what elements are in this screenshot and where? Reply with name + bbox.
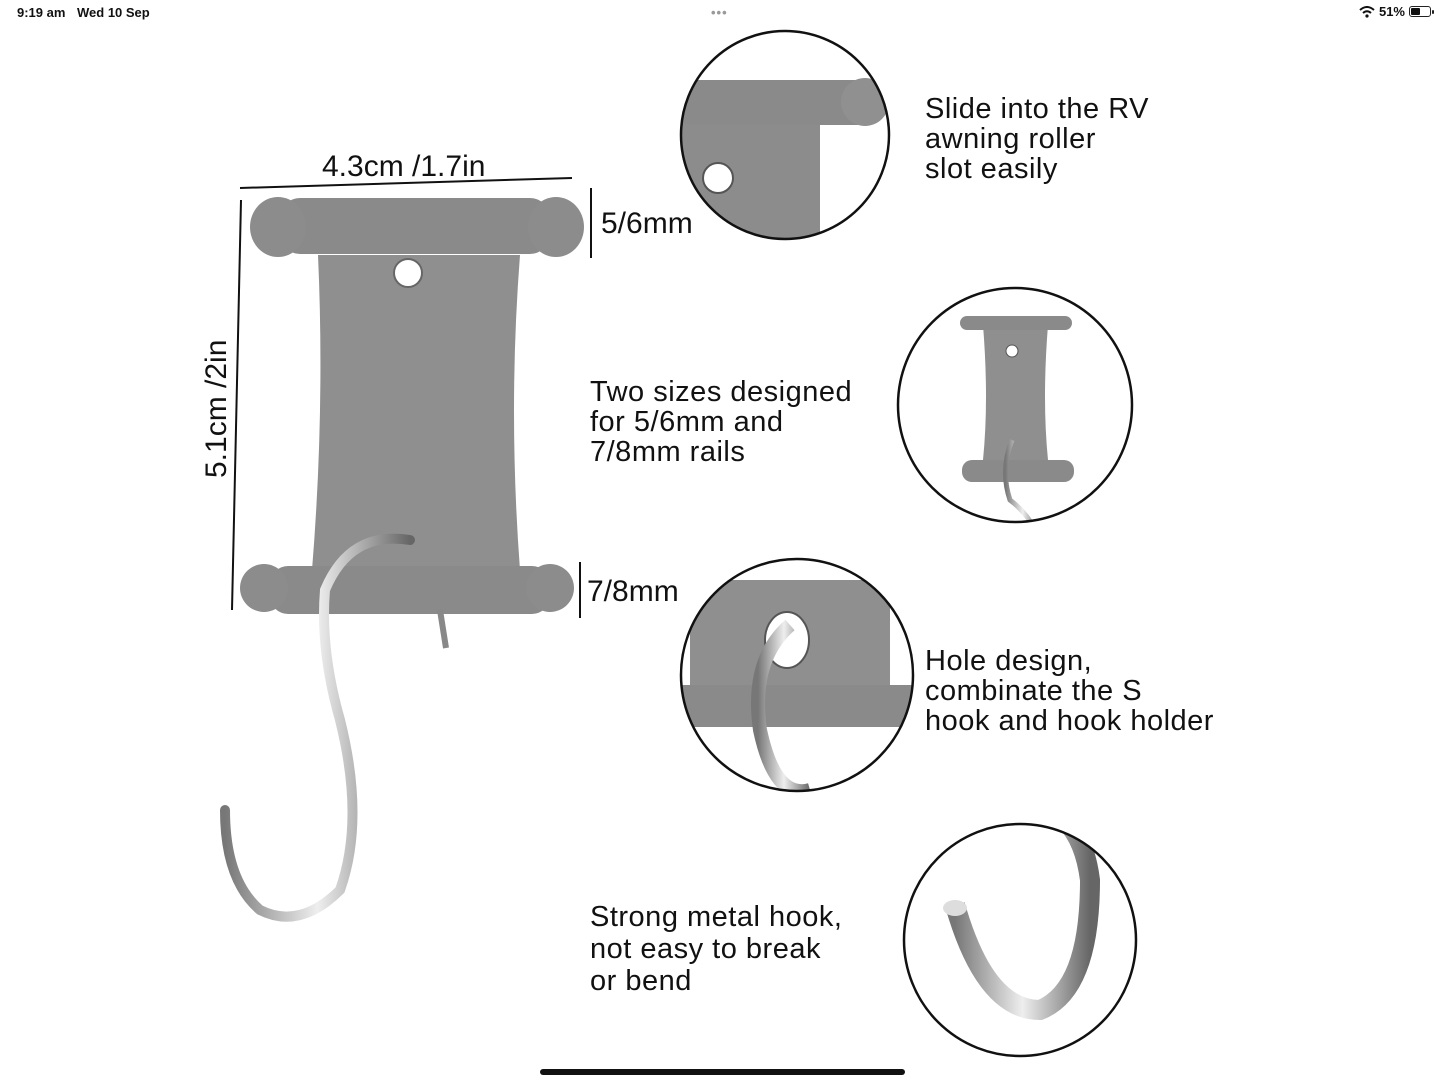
caption-line: slot easily — [925, 153, 1058, 185]
status-date: Wed 10 Sep — [77, 5, 150, 20]
status-time: 9:19 am — [17, 5, 66, 20]
caption-line: hook and hook holder — [925, 705, 1214, 737]
caption-metal-hook: Strong metal hook, not easy to break or … — [590, 901, 842, 997]
detail-circle-two-sizes — [896, 286, 1134, 524]
bottom-rail-dimension: 7/8mm — [587, 575, 679, 608]
caption-line: or bend — [590, 965, 692, 997]
caption-two-sizes: Two sizes designed for 5/6mm and 7/8mm r… — [590, 377, 852, 467]
multitask-dots[interactable]: ••• — [711, 5, 728, 20]
wifi-icon — [1359, 5, 1375, 18]
detail-circle-metal-hook — [902, 822, 1138, 1058]
top-rail-dimension: 5/6mm — [601, 207, 693, 240]
caption-line: awning roller — [925, 123, 1096, 155]
caption-slide-in: Slide into the RV awning roller slot eas… — [925, 94, 1149, 184]
status-bar: 9:19 am Wed 10 Sep ••• 51% — [0, 0, 1445, 26]
height-dimension: 5.1cm /2in — [200, 339, 233, 478]
battery-percent: 51% — [1378, 4, 1405, 19]
detail-circle-rail-end — [679, 29, 891, 241]
caption-line: Slide into the RV — [925, 93, 1149, 125]
width-dimension: 4.3cm /1.7in — [322, 150, 486, 183]
battery-icon — [1409, 6, 1434, 17]
dimension-lines — [231, 177, 592, 618]
caption-line: Two sizes designed — [590, 376, 853, 408]
caption-line: Hole design, — [925, 645, 1093, 677]
caption-line: 7/8mm rails — [590, 436, 746, 468]
caption-line: Strong metal hook, — [590, 901, 843, 933]
caption-hole-design: Hole design, combinate the S hook and ho… — [925, 646, 1214, 736]
hook-holder-main — [220, 197, 584, 922]
caption-line: for 5/6mm and — [590, 406, 784, 438]
caption-line: not easy to break — [590, 933, 821, 965]
detail-circle-hole — [679, 557, 915, 793]
home-indicator[interactable] — [540, 1069, 905, 1075]
caption-line: combinate the S — [925, 675, 1143, 707]
